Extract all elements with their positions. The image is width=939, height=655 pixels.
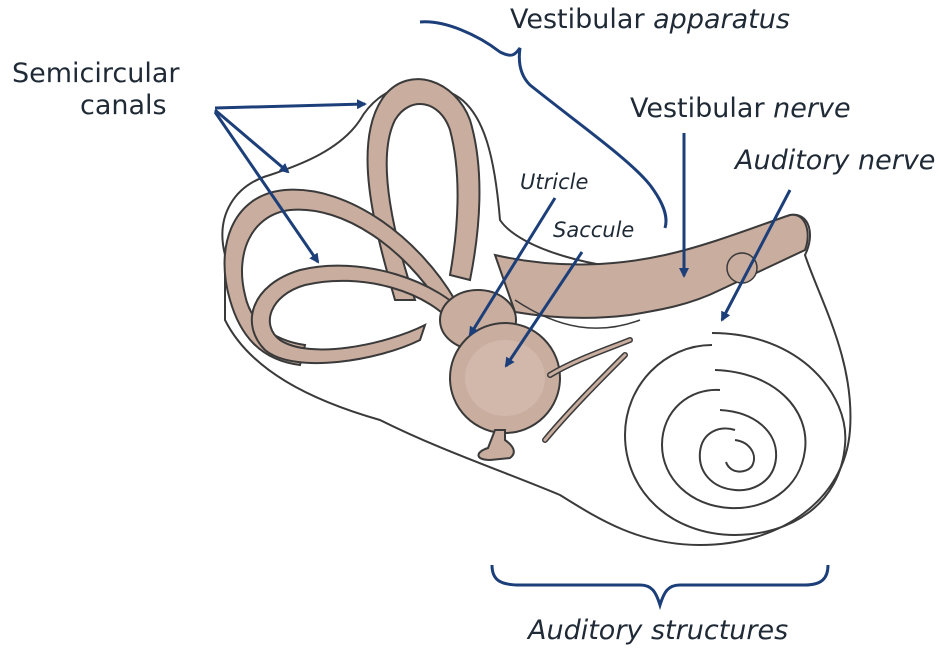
vestibular-apparatus-label: Vestibular apparatus (510, 4, 790, 36)
vestibular-apparatus-prefix: Vestibular (510, 4, 645, 35)
vestibular-apparatus-italic: apparatus (653, 4, 790, 35)
utricle-label: Utricle (520, 170, 588, 195)
vestibular-nerve-italic: nerve (773, 93, 850, 124)
vestibular-nerve-label: Vestibular nerve (630, 93, 851, 125)
auditory-nerve-label: Auditory nerve (735, 145, 935, 177)
semicircular-label-line1: Semicircular (12, 58, 180, 90)
vestibular-nerve-prefix: Vestibular (630, 93, 765, 124)
auditory-structures-label: Auditory structures (528, 615, 788, 647)
auditory-bracket (492, 565, 828, 605)
arrow-canal-top (215, 104, 365, 108)
semicircular-label-line2: canals (12, 90, 180, 122)
saccule-label: Saccule (553, 218, 634, 243)
semicircular-canals-label: Semicircular canals (12, 58, 180, 123)
